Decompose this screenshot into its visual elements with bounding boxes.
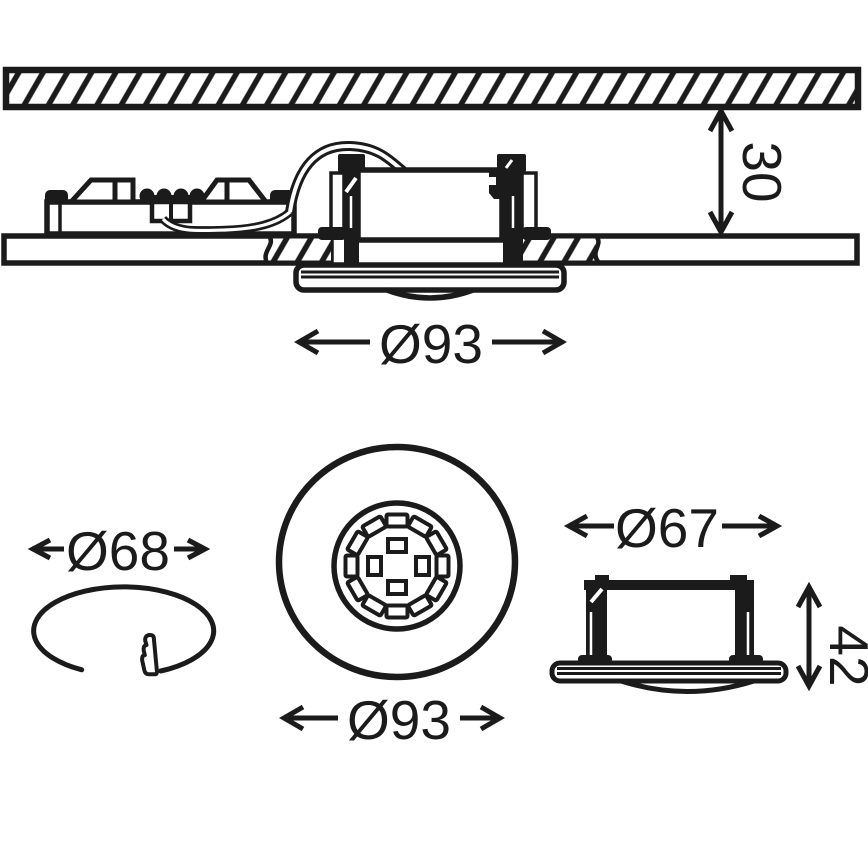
terminal-block-right bbox=[196, 177, 272, 205]
ceiling-slab-hatched bbox=[2, 66, 862, 111]
arrow-left-icon bbox=[563, 513, 589, 539]
led-rect bbox=[406, 514, 434, 539]
dim-label-bezel-diameter-top: Ø93 bbox=[379, 313, 483, 375]
dim-label-overall-height: 42 bbox=[818, 625, 868, 686]
cutout-tab bbox=[140, 633, 159, 677]
led-rect bbox=[386, 579, 408, 596]
section-view: 30 bbox=[1, 66, 862, 375]
arrow-right-icon bbox=[541, 328, 567, 356]
cable-clamp-bump bbox=[189, 188, 205, 204]
housing-face bbox=[607, 590, 735, 663]
connection-wires bbox=[159, 140, 407, 235]
led-rect bbox=[345, 529, 370, 557]
dimension-bezel-diameter-top: Ø93 bbox=[294, 313, 567, 375]
spring-right bbox=[520, 171, 538, 238]
lens-bulge bbox=[620, 678, 755, 694]
arrow-right-icon bbox=[479, 704, 505, 732]
arrow-right-icon bbox=[186, 537, 211, 561]
clip-foot-left bbox=[318, 227, 346, 240]
led-rect bbox=[384, 603, 410, 620]
side-view: Ø67 42 bbox=[549, 497, 868, 694]
arrow-down-icon bbox=[795, 664, 823, 692]
led-center-cluster bbox=[366, 537, 431, 596]
spring-left bbox=[329, 171, 346, 238]
panel-break-line-right bbox=[593, 233, 602, 266]
housing-can bbox=[355, 167, 505, 243]
led-rect bbox=[345, 575, 370, 603]
spring-cap-left bbox=[338, 154, 365, 172]
panel-cut-hatch-left bbox=[265, 238, 331, 261]
led-rect bbox=[386, 537, 408, 554]
dim-label-housing-diameter: Ø67 bbox=[615, 497, 719, 559]
dimension-overall-height: 42 bbox=[795, 581, 868, 692]
lens-bulge bbox=[386, 287, 474, 301]
led-rect bbox=[414, 555, 431, 577]
front-view: Ø93 bbox=[275, 443, 519, 751]
side-bezel bbox=[549, 660, 789, 694]
housing-corner-detail bbox=[489, 172, 503, 199]
arrow-left-icon bbox=[27, 537, 52, 561]
led-rect bbox=[424, 529, 449, 557]
dimension-cutout-diameter: Ø68 bbox=[27, 520, 211, 582]
mounting-panel bbox=[1, 233, 860, 266]
dimension-recess-depth: 30 bbox=[707, 105, 793, 238]
dim-label-cutout-diameter: Ø68 bbox=[66, 520, 170, 582]
panel-cut-hatch-right bbox=[523, 238, 600, 261]
led-rect bbox=[360, 514, 388, 539]
terminal-block-left bbox=[65, 177, 136, 205]
cutout-hole-ellipse bbox=[31, 584, 217, 674]
led-ring bbox=[343, 512, 451, 620]
driver-box bbox=[44, 177, 297, 237]
trim-bezel-section bbox=[293, 262, 567, 301]
arrow-left-icon bbox=[294, 328, 320, 356]
dim-label-bezel-diameter-bottom: Ø93 bbox=[347, 689, 451, 751]
panel-break-line-left bbox=[263, 233, 274, 266]
dimension-bezel-diameter-bottom: Ø93 bbox=[279, 689, 505, 751]
clip-foot-right bbox=[522, 227, 551, 240]
lamp-housing-body bbox=[338, 154, 526, 266]
dimension-housing-diameter: Ø67 bbox=[563, 497, 783, 559]
driver-end-cap-left bbox=[45, 190, 68, 204]
arrow-left-icon bbox=[279, 704, 305, 732]
arrow-up-icon bbox=[795, 581, 823, 609]
led-rect bbox=[343, 553, 360, 579]
arrow-up-icon bbox=[707, 105, 735, 133]
led-rect bbox=[384, 512, 410, 529]
cutout-view: Ø68 bbox=[27, 520, 217, 677]
dim-label-recess-depth: 30 bbox=[731, 141, 793, 202]
led-rect bbox=[434, 553, 451, 579]
arrow-down-icon bbox=[707, 210, 735, 238]
led-rect bbox=[406, 593, 434, 618]
lamp-housing-section bbox=[318, 171, 551, 240]
side-housing bbox=[578, 575, 763, 665]
arrow-right-icon bbox=[757, 513, 783, 539]
led-rect bbox=[360, 593, 388, 618]
housing-top-bar bbox=[584, 580, 754, 590]
led-rect bbox=[424, 575, 449, 603]
led-rect bbox=[366, 555, 383, 577]
